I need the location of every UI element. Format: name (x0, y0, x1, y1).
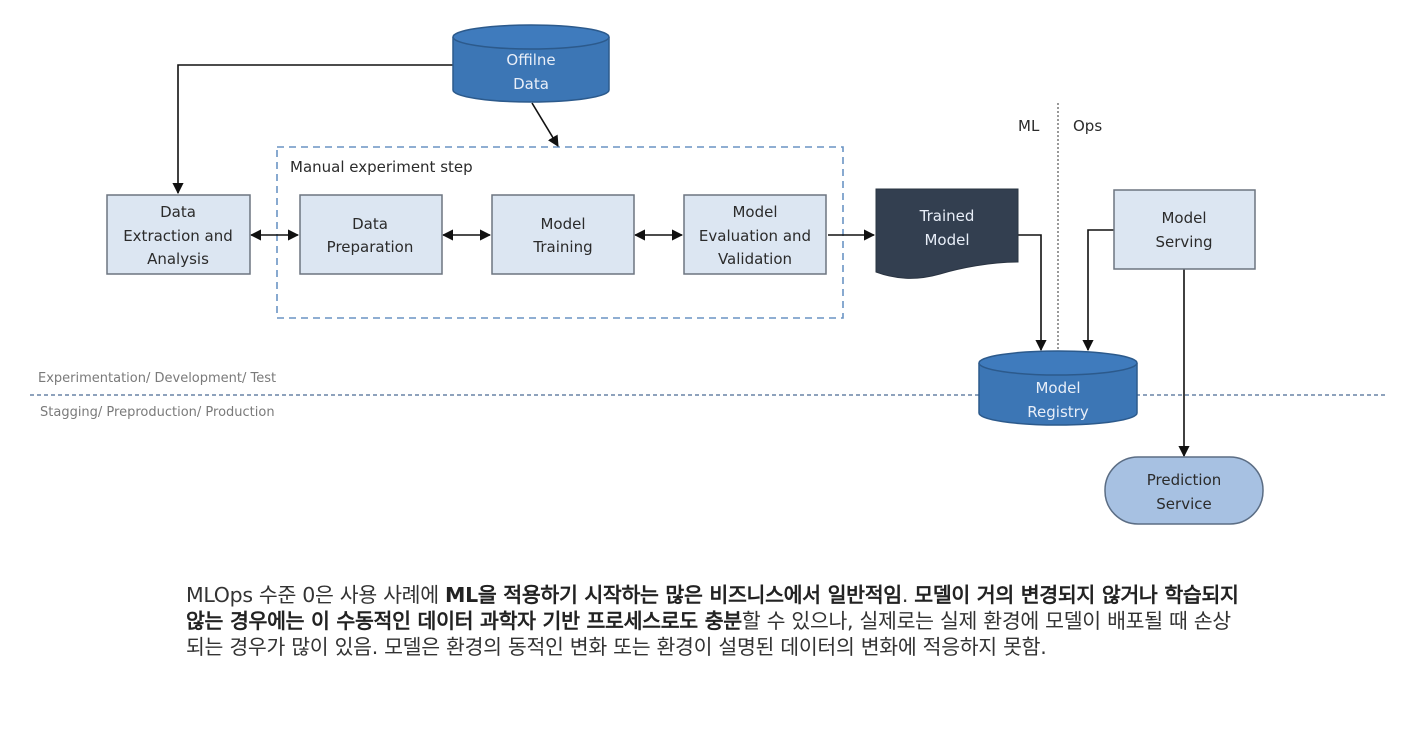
caption-segment-bold: ML을 적용하기 시작하는 많은 비즈니스에서 일반적임 (445, 583, 902, 607)
trained-model-line2: Model (924, 231, 969, 249)
model-training-line1: Model (540, 215, 585, 233)
model-registry-line1: Model (1035, 379, 1080, 397)
trained-model-node[interactable]: Trained Model (875, 188, 1019, 279)
data-extraction-node[interactable]: Data Extraction and Analysis (106, 194, 251, 275)
env-label-lower: Stagging/ Preproduction/ Production (40, 405, 275, 420)
model-registry-db[interactable]: Model Registry (978, 350, 1138, 426)
data-extraction-line1: Data (160, 203, 196, 221)
offline-data-db[interactable]: Offilne Data (452, 24, 610, 103)
model-serving-line1: Model (1161, 209, 1206, 227)
caption-segment: MLOps 수준 0은 사용 사례에 (186, 583, 446, 607)
arrow-trained-to-registry (1018, 234, 1047, 352)
env-label-upper: Experimentation/ Development/ Test (38, 371, 276, 386)
data-extraction-line2: Extraction and (123, 227, 233, 245)
data-preparation-line2: Preparation (327, 238, 414, 256)
mlops-level0-diagram: Experimentation/ Development/ Test Stagg… (30, 24, 1385, 525)
data-preparation-node[interactable]: Data Preparation (299, 194, 443, 275)
trained-model-line1: Trained (919, 207, 975, 225)
arrow-offline-to-extraction (172, 64, 455, 195)
model-training-node[interactable]: Model Training (491, 194, 635, 275)
model-evaluation-line2: Evaluation and (699, 227, 811, 245)
prediction-service-line2: Service (1156, 495, 1211, 513)
manual-experiment-group (276, 146, 844, 319)
offline-data-line2: Data (513, 75, 549, 93)
model-training-line2: Training (532, 238, 592, 256)
model-evaluation-line1: Model (732, 203, 777, 221)
caption-segment: 할 수 있으나, 실제로는 실제 환경에 모델이 배포될 때 손상되는 경우가 … (186, 609, 1231, 659)
caption-segment: . (901, 583, 915, 607)
arrow-serving-to-registry (1082, 229, 1114, 352)
arrow-offline-to-group (531, 102, 559, 147)
data-extraction-line3: Analysis (147, 250, 209, 268)
model-serving-node[interactable]: Model Serving (1113, 189, 1256, 270)
prediction-service-line1: Prediction (1147, 471, 1222, 489)
model-registry-line2: Registry (1027, 403, 1089, 421)
prediction-service-node[interactable]: Prediction Service (1104, 456, 1264, 525)
ml-label: ML (1018, 117, 1040, 135)
caption-segment-bold: 모델이 거의 변경되지 않거나 학습되지 않는 경우에는 이 수동적인 데이터 … (186, 583, 1239, 633)
manual-experiment-label: Manual experiment step (290, 158, 473, 176)
model-serving-line2: Serving (1156, 233, 1213, 251)
caption-paragraph: MLOps 수준 0은 사용 사례에 ML을 적용하기 시작하는 많은 비즈니스… (186, 582, 1246, 660)
data-preparation-line1: Data (352, 215, 388, 233)
model-evaluation-node[interactable]: Model Evaluation and Validation (683, 194, 827, 275)
offline-data-line1: Offilne (506, 51, 555, 69)
ops-label: Ops (1073, 117, 1102, 135)
model-evaluation-line3: Validation (718, 250, 792, 268)
